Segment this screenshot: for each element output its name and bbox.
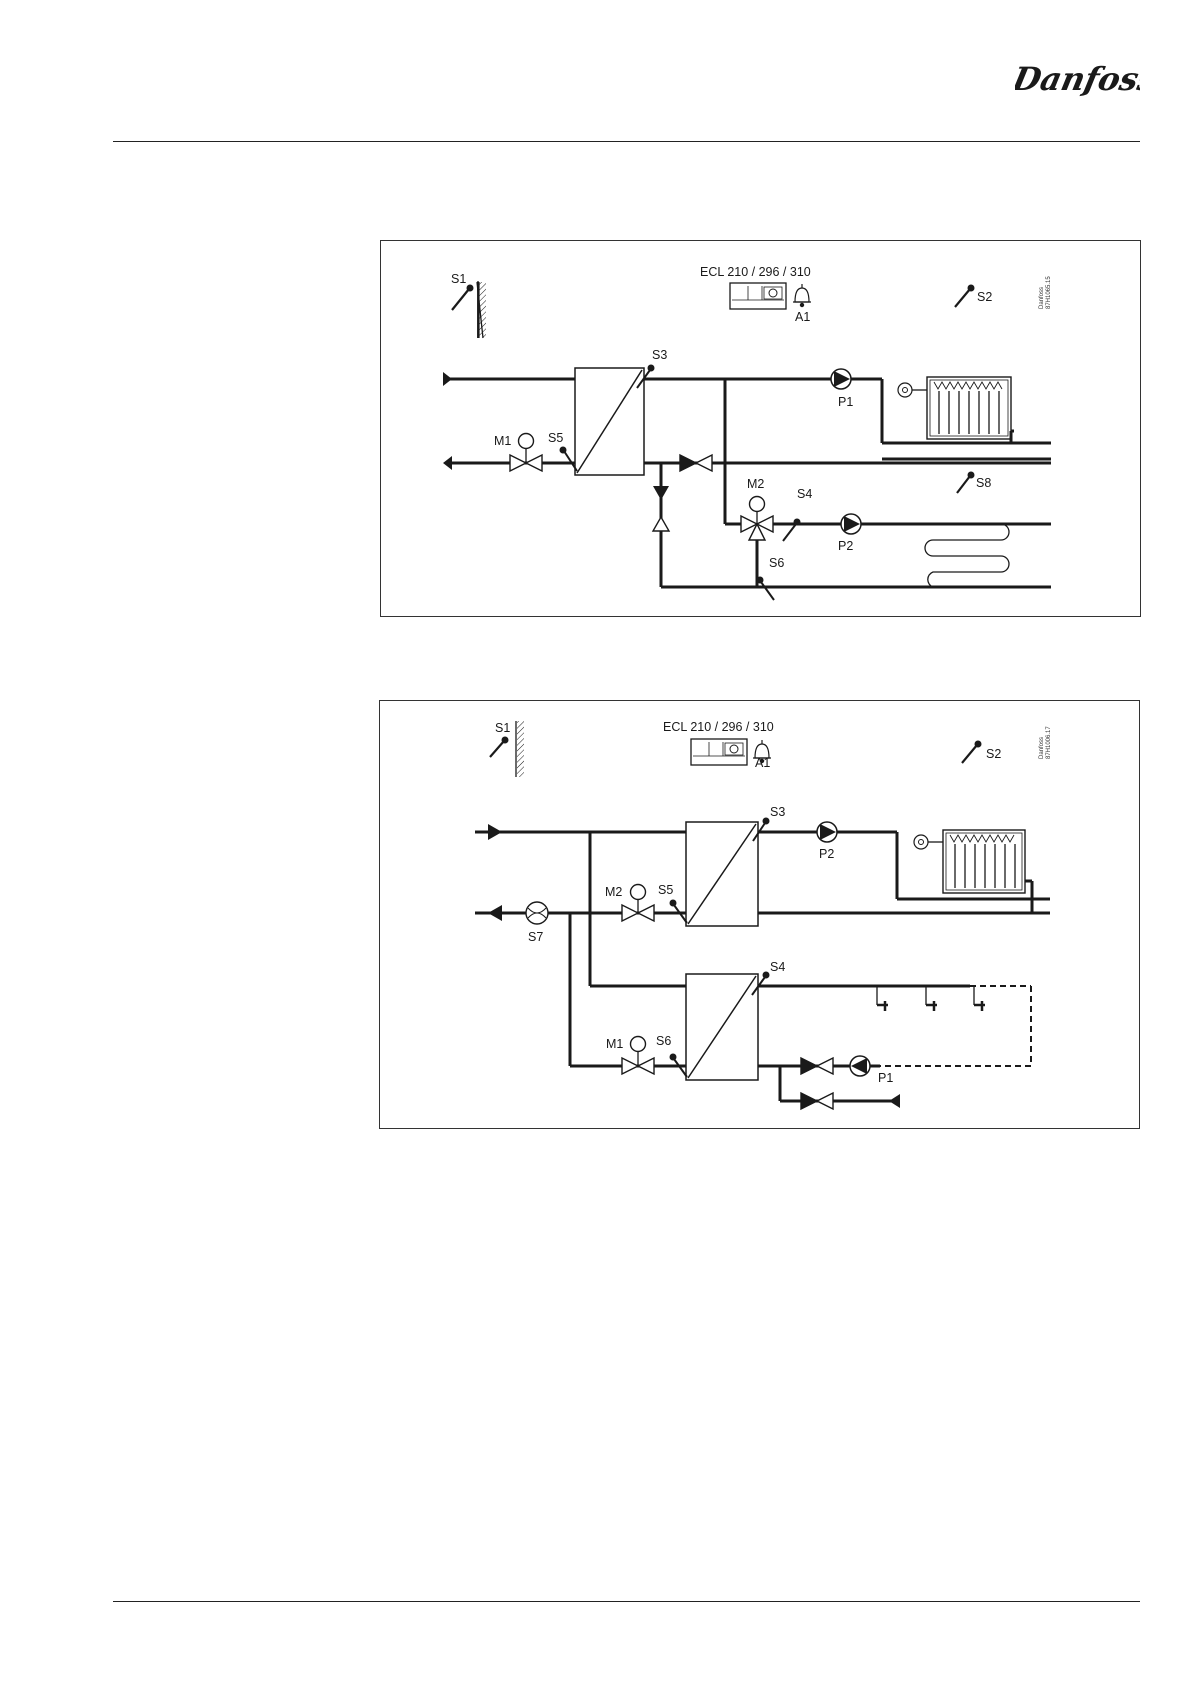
s1-probe-line (452, 289, 469, 310)
s1-probe-line (490, 741, 504, 757)
label-s4: S4 (797, 487, 812, 501)
diagram-1-schematic: S1 ECL 210 / 296 / 310 A1 S2 Danfoss 87H… (381, 241, 1142, 618)
s3-probe-tip (763, 818, 770, 825)
tap-icon-2 (926, 986, 937, 1011)
ref-code: Danfoss 87H1006.17 (1039, 726, 1052, 759)
label-s6: S6 (656, 1034, 671, 1048)
supply-inlet-arrow (488, 824, 502, 840)
bypass-arrow (653, 486, 669, 500)
label-a1: A1 (755, 756, 770, 770)
supply-inlet-arrow (443, 372, 452, 386)
s1-probe-tip (502, 737, 509, 744)
label-s5: S5 (548, 431, 563, 445)
svg-text:87H1065.15: 87H1065.15 (1046, 276, 1052, 309)
label-m2: M2 (605, 885, 622, 899)
s2-probe-tip (968, 285, 975, 292)
controller-label: ECL 210 / 296 / 310 (700, 265, 811, 279)
check-valve-bypass (653, 517, 669, 531)
cold-water-inlet-arrow (889, 1094, 900, 1108)
label-m1: M1 (494, 434, 511, 448)
tap-icon-3 (974, 986, 985, 1011)
return-outlet-arrow (488, 905, 502, 921)
radiator-thermostat-icon (898, 383, 912, 397)
label-p2: P2 (819, 847, 834, 861)
s8-probe-line (957, 476, 970, 493)
s4-probe-tip (794, 519, 801, 526)
s2-probe-tip (975, 741, 982, 748)
check-valve-circulation (801, 1058, 833, 1074)
underfloor-heating-coil (925, 524, 1009, 587)
s6-probe-tip (670, 1054, 677, 1061)
label-m2: M2 (747, 477, 764, 491)
label-s2: S2 (977, 290, 992, 304)
valve-m1 (510, 434, 542, 472)
label-s3: S3 (770, 805, 785, 819)
ref-code: Danfoss 87H1065.15 (1039, 276, 1052, 309)
label-s5: S5 (658, 883, 673, 897)
s3-probe-tip (648, 365, 655, 372)
valve-m1 (622, 1037, 654, 1075)
ecl-controller (730, 283, 786, 309)
s2-probe-line (962, 745, 977, 763)
diagram-1-panel: S1 ECL 210 / 296 / 310 A1 S2 Danfoss 87H… (380, 240, 1141, 617)
svg-text:87H1006.17: 87H1006.17 (1046, 726, 1052, 759)
label-s4: S4 (770, 960, 785, 974)
label-s6: S6 (769, 556, 784, 570)
controller-label: ECL 210 / 296 / 310 (663, 720, 774, 734)
radiator-icon (943, 830, 1025, 893)
s1-probe-tip (467, 285, 474, 292)
label-a1: A1 (795, 310, 810, 324)
s6-probe-line (674, 1059, 687, 1077)
label-p1: P1 (878, 1071, 893, 1085)
s6-probe-line (761, 582, 774, 600)
s8-probe-tip (968, 472, 975, 479)
radiator-thermostat-icon (914, 835, 928, 849)
svg-text:Danfoss: Danfoss (1039, 287, 1045, 309)
ecl-controller (691, 739, 747, 765)
return-outlet-arrow (443, 456, 452, 470)
label-p2: P2 (838, 539, 853, 553)
s5-probe-tip (560, 447, 567, 454)
radiator-icon (927, 377, 1011, 439)
svg-text:Danfoss: Danfoss (1039, 737, 1045, 759)
danfoss-logo: Danfoss (1015, 52, 1140, 104)
label-p1: P1 (838, 395, 853, 409)
s6-probe-tip (757, 577, 764, 584)
label-s3: S3 (652, 348, 667, 362)
s5-probe-tip (670, 900, 677, 907)
bell-icon (793, 284, 811, 307)
diagram-2-schematic: S1 ECL 210 / 296 / 310 A1 S2 Danfoss 87H… (380, 701, 1141, 1130)
valve-m2 (622, 885, 654, 922)
check-valve-cold (801, 1093, 833, 1109)
label-s7: S7 (528, 930, 543, 944)
header-rule (113, 141, 1140, 142)
label-m1: M1 (606, 1037, 623, 1051)
tap-icon-1 (877, 986, 888, 1011)
diagram-2-panel: S1 ECL 210 / 296 / 310 A1 S2 Danfoss 87H… (379, 700, 1140, 1129)
danfoss-logo-wordmark: Danfoss (1015, 60, 1140, 98)
check-valve-return (680, 455, 712, 471)
wall-hatch (517, 721, 524, 777)
s2-probe-line (955, 289, 970, 307)
valve-m2 (741, 497, 773, 541)
s4-probe-line (783, 524, 796, 541)
s4-probe-tip (763, 972, 770, 979)
label-s8: S8 (976, 476, 991, 490)
label-s2: S2 (986, 747, 1001, 761)
footer-rule (113, 1601, 1140, 1602)
label-s1: S1 (495, 721, 510, 735)
label-s1: S1 (451, 272, 466, 286)
